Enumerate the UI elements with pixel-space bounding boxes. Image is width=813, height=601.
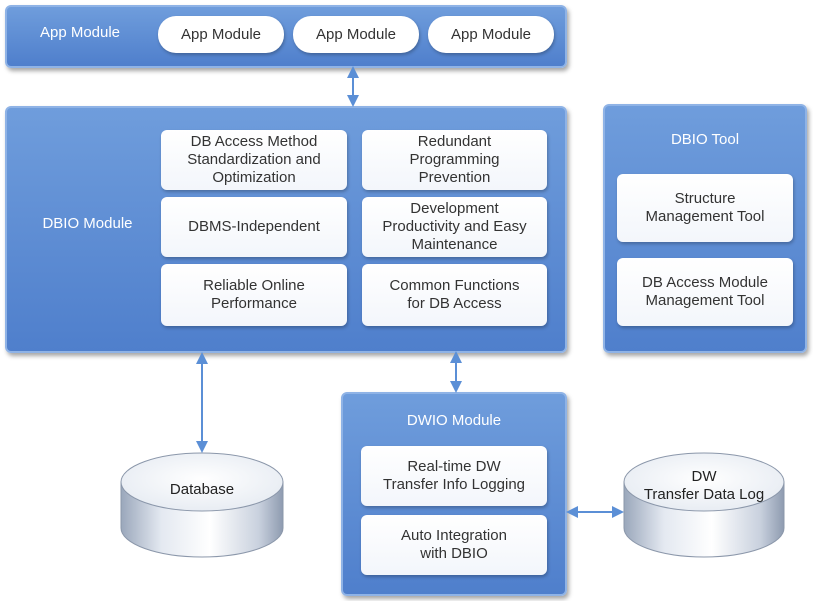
app-module-item-2: App Module: [293, 16, 419, 53]
tool-structure-management: Structure Management Tool: [617, 174, 793, 242]
dwio-realtime-logging: Real-time DW Transfer Info Logging: [361, 446, 547, 506]
feature-redundant-programming-prevention: Redundant Programming Prevention: [362, 130, 547, 190]
database-cylinder: [120, 452, 284, 558]
tool-db-access-module-management: DB Access Module Management Tool: [617, 258, 793, 326]
dw-log-cylinder: [623, 452, 785, 558]
database-label: Database: [169, 481, 235, 498]
feature-db-access-standardization: DB Access Method Standardization and Opt…: [161, 130, 347, 190]
app-module-title: App Module: [39, 24, 121, 41]
app-module-item-1: App Module: [158, 16, 284, 53]
dbio-tool-title: DBIO Tool: [670, 131, 740, 148]
dwio-auto-integration: Auto Integration with DBIO: [361, 515, 547, 575]
feature-reliable-online-performance: Reliable Online Performance: [161, 264, 347, 326]
dwio-module-title: DWIO Module: [406, 412, 502, 429]
feature-common-functions: Common Functions for DB Access: [362, 264, 547, 326]
dbio-module-title: DBIO Module: [42, 215, 133, 232]
feature-development-productivity: Development Productivity and Easy Mainte…: [362, 197, 547, 257]
feature-dbms-independent: DBMS-Independent: [161, 197, 347, 257]
app-module-item-3: App Module: [428, 16, 554, 53]
dw-log-label: DW Transfer Data Log: [643, 468, 765, 503]
